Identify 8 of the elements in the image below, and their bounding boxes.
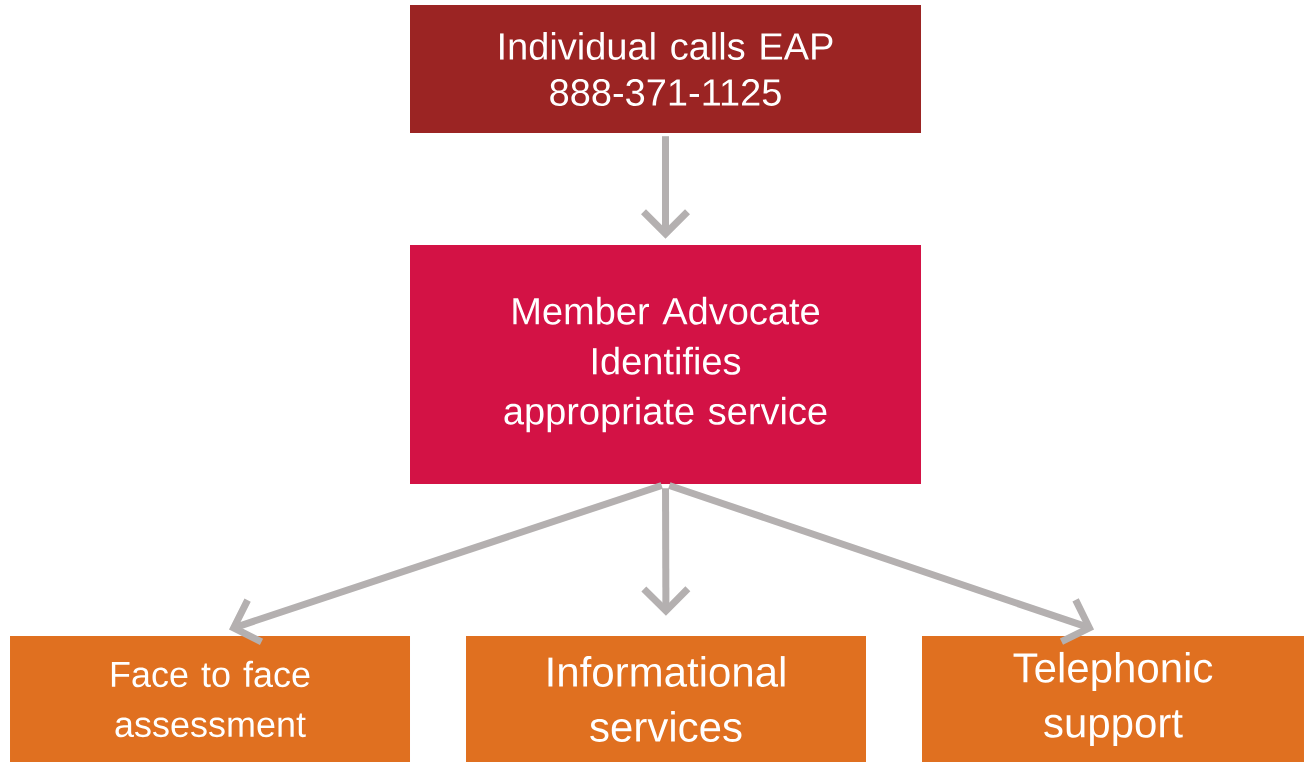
service-box: Telephonic support xyxy=(922,636,1304,762)
arrow xyxy=(641,488,691,616)
arrow xyxy=(668,482,1095,645)
service-box: Informational services xyxy=(466,636,866,762)
process-box: Member Advocate Identifies appropriate service xyxy=(410,245,921,484)
service-box: Face to face assessment xyxy=(10,636,410,762)
arrow xyxy=(229,482,663,645)
process-box: Individual calls EAP 888-371-1125 xyxy=(410,5,921,133)
